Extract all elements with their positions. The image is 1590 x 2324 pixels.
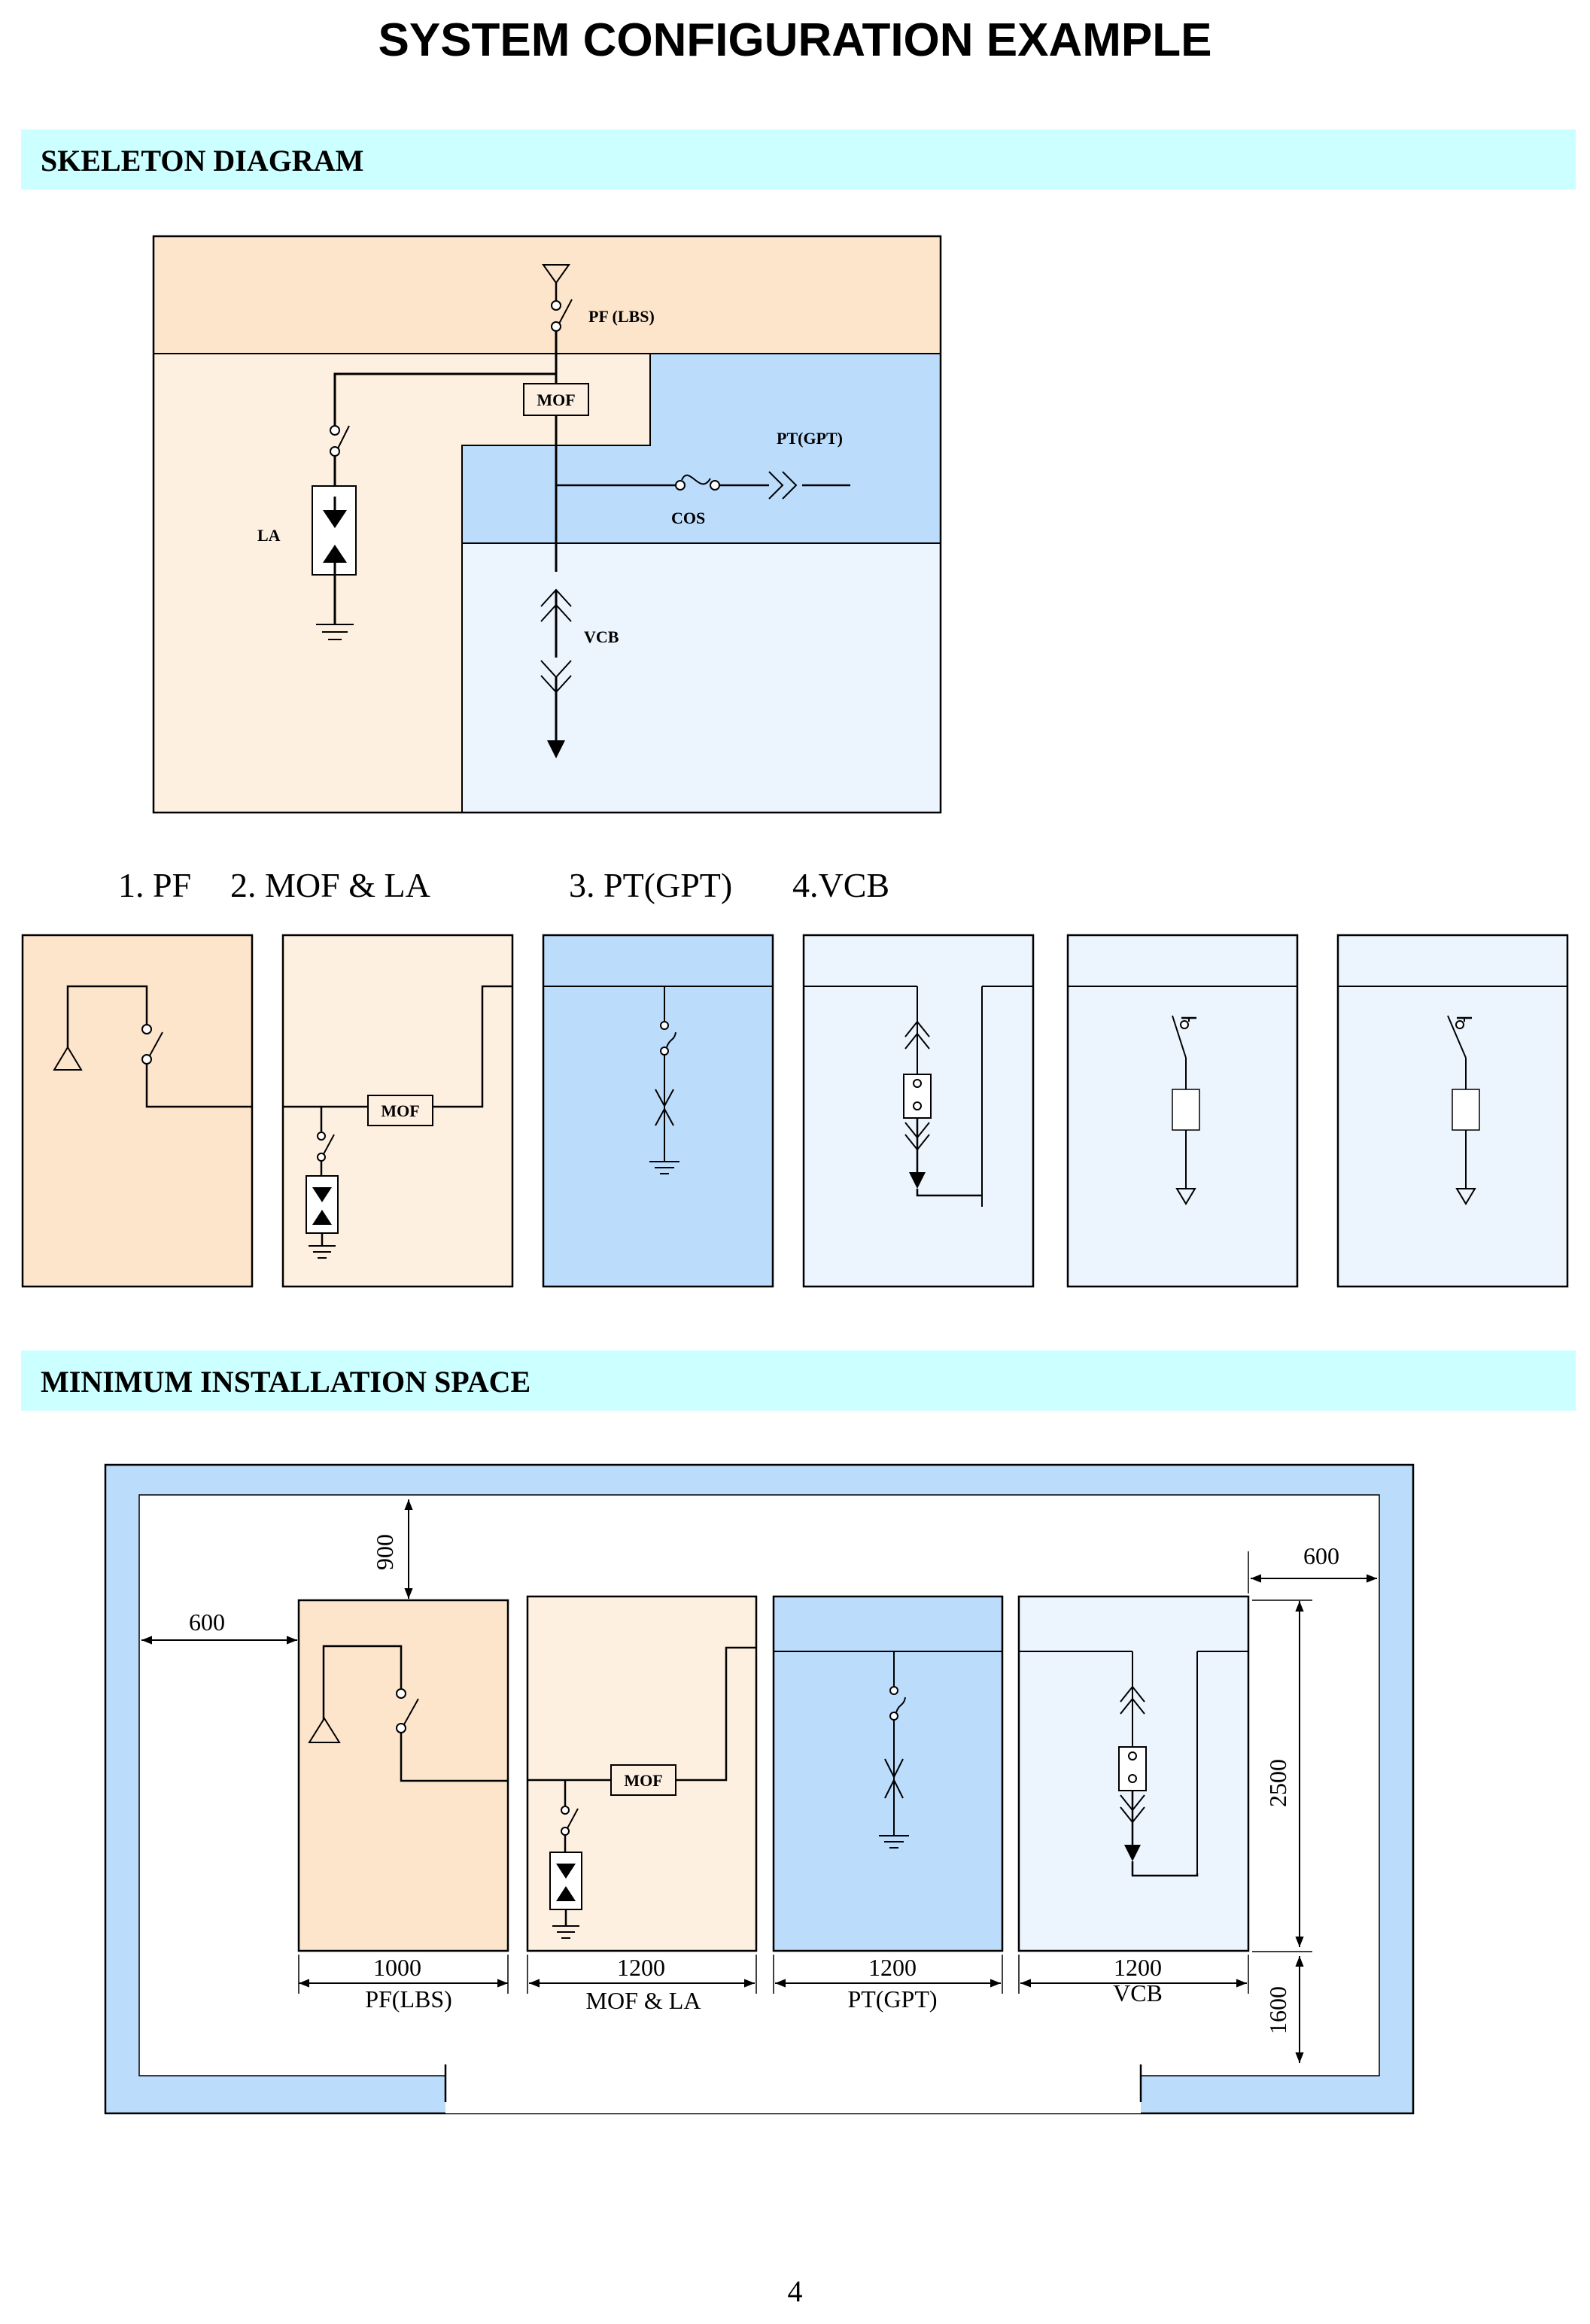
section-title: SKELETON DIAGRAM: [41, 144, 364, 178]
dim-width-pf: 1000: [373, 1954, 421, 1981]
panel-name-mof-la: MOF & LA: [586, 1987, 701, 2014]
panel-label-mof-la: 2. MOF & LA: [230, 866, 430, 904]
pt-gpt-label: PT(GPT): [777, 429, 843, 448]
panel-vcb: [802, 934, 1035, 1288]
dim-top-clearance: 900: [371, 1534, 398, 1570]
dim-panel-height: 2500: [1264, 1759, 1291, 1807]
panel-extra-1: [1066, 934, 1299, 1288]
page-number: 4: [787, 2274, 803, 2308]
panel-label-vcb: 4.VCB: [792, 866, 890, 904]
panel-pt: [542, 934, 774, 1288]
panel-label-pt: 3. PT(GPT): [569, 866, 733, 904]
cos-label: COS: [671, 509, 705, 527]
dim-left-clearance: 600: [189, 1609, 225, 1636]
panel-name-pt: PT(GPT): [847, 1985, 937, 2013]
section-title: MINIMUM INSTALLATION SPACE: [41, 1365, 531, 1399]
panel-name-pf: PF(LBS): [365, 1985, 452, 2013]
la-label: LA: [257, 526, 281, 545]
section-header-skeleton: SKELETON DIAGRAM: [21, 129, 1576, 190]
panel-mof-label: MOF: [381, 1101, 419, 1120]
dim-width-pt: 1200: [868, 1954, 917, 1981]
section-header-min-space: MINIMUM INSTALLATION SPACE: [21, 1350, 1576, 1411]
mof-label: MOF: [537, 390, 575, 409]
layout-mof-label: MOF: [624, 1771, 662, 1790]
dim-width-mof: 1200: [617, 1954, 665, 1981]
dim-width-vcb: 1200: [1114, 1954, 1162, 1981]
dim-front-clearance: 1600: [1264, 1986, 1291, 2034]
vcb-label: VCB: [584, 627, 619, 646]
dim-right-clearance: 600: [1303, 1542, 1339, 1569]
panel-label-pf: 1. PF: [118, 866, 192, 904]
panel-extra-2: [1336, 934, 1569, 1288]
pf-lbs-label: PF (LBS): [588, 307, 655, 326]
skeleton-diagram: MOF PF (LBS) PT(GPT) COS LA VCB: [152, 235, 942, 814]
installation-layout: MOF: [104, 1463, 1415, 2115]
panel-pf: [21, 934, 254, 1288]
panel-mof-la: MOF: [281, 934, 514, 1288]
page-title: SYSTEM CONFIGURATION EXAMPLE: [378, 14, 1212, 66]
panel-name-vcb: VCB: [1113, 1979, 1163, 2007]
